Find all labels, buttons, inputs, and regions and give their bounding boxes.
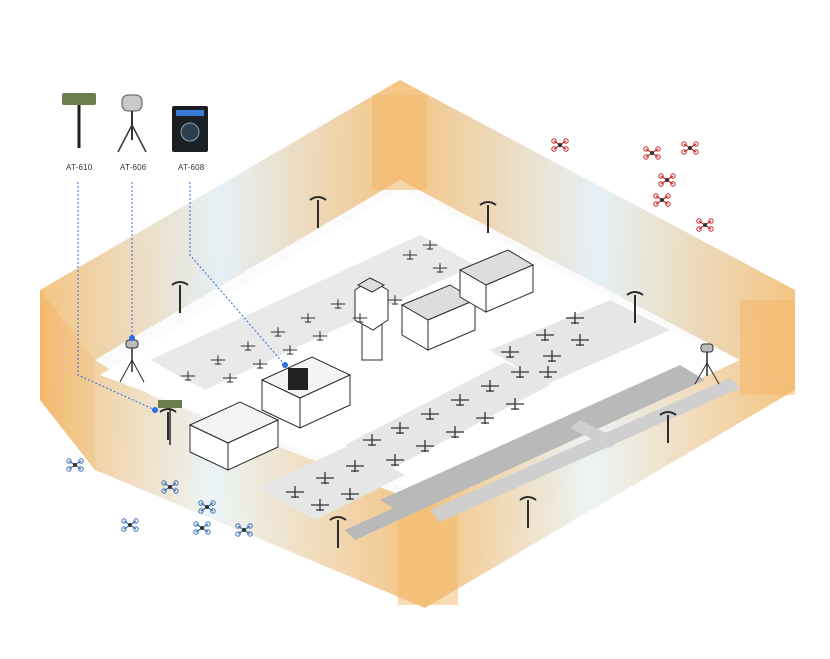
aircraft-icon	[222, 373, 238, 383]
wall-corner-post	[372, 95, 427, 190]
quadcopter-drone-icon	[198, 500, 216, 514]
aircraft-icon	[282, 345, 298, 355]
aircraft-icon	[286, 486, 304, 498]
aircraft-icon	[539, 366, 557, 378]
light-pole-icon	[626, 291, 644, 323]
apron-pad-south	[345, 362, 550, 470]
light-poles	[159, 196, 677, 548]
device-label-at-608: AT-608	[178, 163, 205, 172]
aircraft-icon	[316, 472, 334, 484]
quadcopter-drone-icon	[681, 141, 699, 155]
office-building-2	[260, 356, 352, 429]
aircraft-icon	[476, 412, 494, 424]
aircraft-icon	[270, 327, 286, 337]
control-unit-icon	[288, 368, 308, 390]
directional-antenna-icon	[62, 93, 96, 148]
aircraft-icon	[312, 331, 328, 341]
device-label-at-606: AT-606	[120, 163, 147, 172]
aircraft-icon	[252, 359, 268, 369]
aircraft-icon	[543, 350, 561, 362]
light-pole-icon	[329, 516, 347, 548]
aircraft-icon	[311, 499, 329, 511]
quadcopter-drone-icon	[658, 173, 676, 187]
light-pole-icon	[519, 496, 537, 528]
aircraft-icon	[387, 295, 403, 305]
aircraft-icon	[422, 240, 438, 250]
aircraft-icon	[210, 355, 226, 365]
quadcopter-drone-icon	[696, 218, 714, 232]
office-building-1	[188, 401, 280, 471]
quadcopter-drone-icon	[551, 138, 569, 152]
quadcopter-drone-icon	[643, 146, 661, 160]
quadcopter-drone-icon	[121, 518, 139, 532]
parked-aircraft	[180, 240, 589, 511]
deployed-antenna	[158, 400, 182, 445]
quadcopter-drone-icon	[653, 193, 671, 207]
light-pole-icon	[479, 201, 497, 233]
device-label-at-610: AT-610	[66, 163, 93, 172]
aircraft-icon	[363, 434, 381, 446]
aircraft-icon	[506, 398, 524, 410]
wall-corner-post	[398, 505, 458, 605]
deployed-radar-east	[694, 343, 720, 385]
aircraft-icon	[240, 341, 256, 351]
aircraft-icon	[416, 440, 434, 452]
quadcopter-drone-icon	[161, 480, 179, 494]
aircraft-icon	[300, 313, 316, 323]
aircraft-icon	[566, 312, 584, 324]
light-pole-icon	[171, 281, 189, 313]
radar-tripod-icon	[117, 94, 147, 153]
quadcopter-drone-icon	[193, 521, 211, 535]
aircraft-icon	[391, 422, 409, 434]
aircraft-icon	[432, 263, 448, 273]
light-pole-icon	[659, 411, 677, 443]
aircraft-icon	[402, 250, 418, 260]
leader-lines	[77, 182, 286, 411]
hangar-1	[400, 284, 477, 351]
leader-dots	[129, 335, 288, 413]
aircraft-icon	[341, 488, 359, 500]
aircraft-icon	[346, 460, 364, 472]
quadcopter-drone-icon	[235, 523, 253, 537]
aircraft-icon	[421, 408, 439, 420]
perimeter-wall	[40, 80, 795, 608]
aircraft-icon	[352, 313, 368, 323]
light-pole-icon	[309, 196, 327, 228]
aircraft-icon	[571, 334, 589, 346]
drones	[66, 138, 714, 537]
aircraft-icon	[536, 329, 554, 341]
light-pole-icon	[159, 408, 177, 440]
aircraft-icon	[446, 426, 464, 438]
quadcopter-drone-icon	[66, 458, 84, 472]
deployed-radar-west	[119, 339, 145, 383]
wall-corner-post	[740, 300, 795, 395]
apron-pad-north	[150, 235, 475, 390]
aircraft-icon	[386, 454, 404, 466]
aircraft-icon	[330, 299, 346, 309]
aircraft-icon	[180, 371, 196, 381]
hangar-2	[458, 249, 535, 313]
aircraft-icon	[501, 346, 519, 358]
control-unit-icon	[172, 106, 208, 152]
aircraft-icon	[481, 380, 499, 392]
apron-pad-southwest	[258, 445, 405, 520]
aircraft-icon	[451, 394, 469, 406]
aircraft-icon	[511, 366, 529, 378]
